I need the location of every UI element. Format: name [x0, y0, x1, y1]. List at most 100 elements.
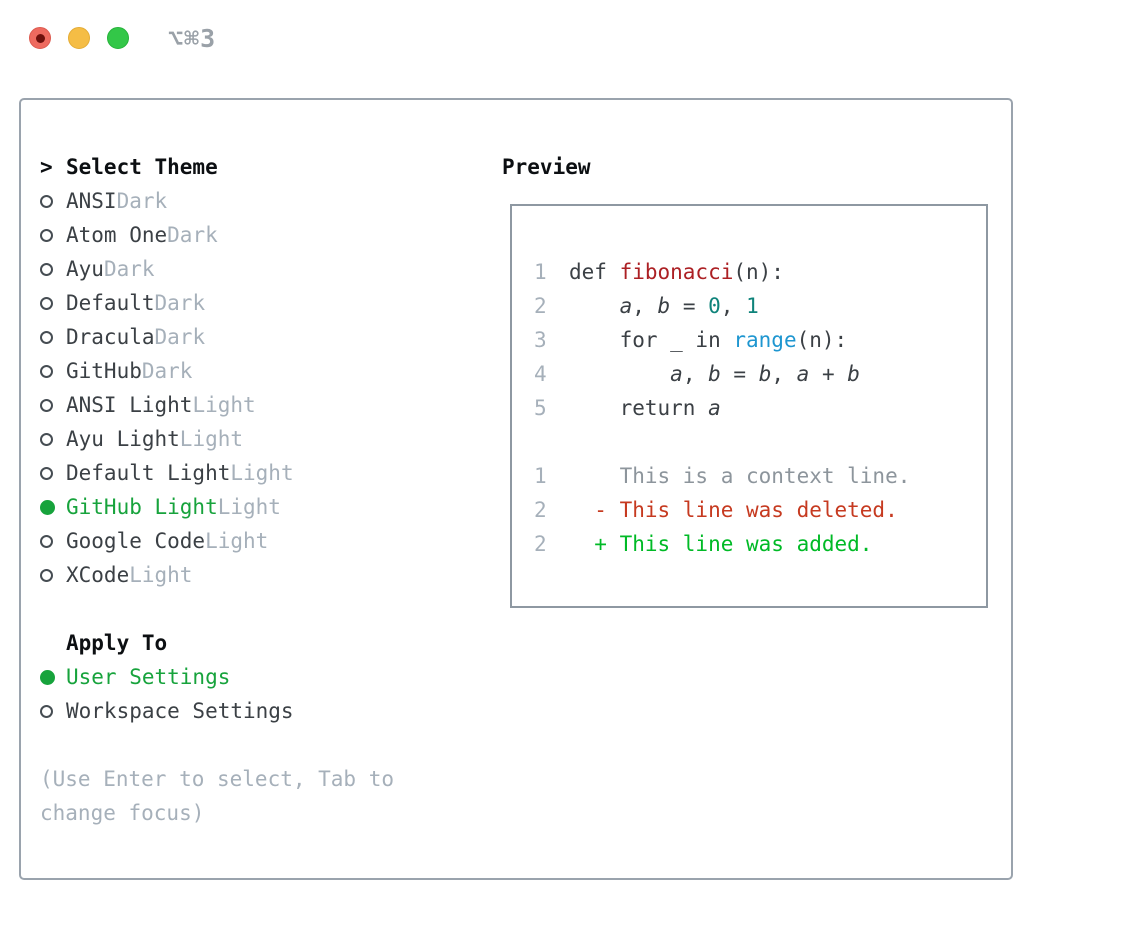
theme-variant-label: Light [217, 495, 281, 519]
line-number: 4 [534, 362, 547, 386]
theme-variant-label: Light [192, 393, 256, 417]
preview-header: Preview [502, 150, 591, 184]
code-line: 3 for _ in range(n): [534, 323, 986, 357]
radio-unselected-icon [40, 398, 66, 412]
apply-option-user-settings[interactable]: User Settings [40, 660, 480, 694]
line-number: 1 [534, 464, 547, 488]
radio-unselected-icon [40, 704, 66, 718]
code-token: range [733, 328, 797, 352]
apply-to-title: Apply To [66, 631, 168, 655]
theme-name: ANSI Light [66, 393, 193, 417]
code-token: (n): [796, 328, 848, 352]
apply-option-label: User Settings [66, 665, 231, 689]
maximize-button[interactable] [107, 27, 129, 49]
diff-line-added: 2 + This line was added. [534, 527, 986, 561]
code-token: b [708, 362, 721, 386]
code-token: fibonacci [619, 260, 734, 284]
line-number: 2 [534, 532, 547, 556]
radio-circle [40, 364, 53, 378]
radio-unselected-icon [40, 432, 66, 446]
radio-circle [40, 432, 53, 446]
radio-circle [40, 330, 53, 344]
spacer [40, 728, 480, 762]
diff-text: + This line was added. [569, 532, 873, 556]
theme-option-ayu[interactable]: Ayu Dark [40, 252, 480, 286]
radio-unselected-icon [40, 330, 66, 344]
code-token: a [619, 294, 633, 318]
close-button[interactable] [29, 27, 51, 49]
code-token: for _ in [569, 328, 734, 352]
theme-option-ansi[interactable]: ANSI Dark [40, 184, 480, 218]
diff-line-deleted: 2 - This line was deleted. [534, 493, 986, 527]
code-line: 2 a, b = 0, 1 [534, 289, 986, 323]
theme-name: ANSI [66, 189, 117, 213]
theme-option-ayu-light[interactable]: Ayu Light Light [40, 422, 480, 456]
code-token: (n): [733, 260, 784, 284]
theme-option-google-code[interactable]: Google Code Light [40, 524, 480, 558]
radio-circle [40, 568, 53, 582]
theme-option-default-light[interactable]: Default Light Light [40, 456, 480, 490]
radio-selected-icon [40, 669, 66, 685]
radio-circle [40, 534, 53, 548]
code-token: b [758, 362, 772, 386]
diff-text: This is a context line. [569, 464, 911, 488]
theme-option-xcode[interactable]: XCode Light [40, 558, 480, 592]
theme-option-dracula[interactable]: Dracula Dark [40, 320, 480, 354]
code-token [569, 294, 620, 318]
minimize-button[interactable] [68, 27, 90, 49]
theme-option-github-light[interactable]: GitHub Light Light [40, 490, 480, 524]
apply-to-header: Apply To [40, 626, 480, 660]
code-token: 1 [746, 294, 759, 318]
code-token: def [569, 260, 620, 284]
code-token: = [670, 294, 709, 318]
theme-option-ansi-light[interactable]: ANSI Light Light [40, 388, 480, 422]
radio-circle [40, 704, 53, 718]
theme-name: XCode [66, 563, 130, 587]
theme-name: GitHub Light [66, 495, 218, 519]
theme-variant-label: Light [230, 461, 294, 485]
code-token: = [720, 362, 759, 386]
theme-name: Default Light [66, 461, 231, 485]
line-number: 2 [534, 294, 547, 318]
radio-unselected-icon [40, 534, 66, 548]
code-token: b [657, 294, 671, 318]
line-number: 5 [534, 396, 547, 420]
select-theme-title: Select Theme [66, 155, 218, 179]
line-number: 2 [534, 498, 547, 522]
apply-option-label: Workspace Settings [66, 699, 294, 723]
apply-option-workspace-settings[interactable]: Workspace Settings [40, 694, 480, 728]
line-number: 1 [534, 260, 547, 284]
theme-variant-label: Light [205, 529, 269, 553]
radio-unselected-icon [40, 228, 66, 242]
code-token: b [847, 362, 860, 386]
diff-text: - This line was deleted. [569, 498, 898, 522]
radio-circle [40, 398, 53, 412]
window-title: ⌥⌘3 [168, 23, 217, 53]
theme-variant-label: Dark [141, 359, 193, 383]
theme-variant-label: Light [129, 563, 193, 587]
radio-circle [40, 669, 55, 685]
code-token: , [632, 294, 658, 318]
theme-variant-label: Light [179, 427, 244, 451]
radio-unselected-icon [40, 296, 66, 310]
theme-variant-label: Dark [154, 325, 206, 349]
code-token: a [670, 362, 683, 386]
theme-option-github[interactable]: GitHub Dark [40, 354, 480, 388]
code-token [569, 362, 670, 386]
theme-name: Google Code [66, 529, 206, 553]
code-token: a [708, 396, 721, 420]
diff-line-context: 1 This is a context line. [534, 459, 986, 493]
theme-option-default[interactable]: Default Dark [40, 286, 480, 320]
select-theme-header: > Select Theme [40, 150, 480, 184]
radio-unselected-icon [40, 568, 66, 582]
theme-option-atom-one[interactable]: Atom One Dark [40, 218, 480, 252]
code-token: , [720, 294, 747, 318]
blank-line [534, 425, 986, 459]
radio-unselected-icon [40, 262, 66, 276]
code-token: , [682, 362, 709, 386]
close-dot-icon [35, 33, 45, 43]
